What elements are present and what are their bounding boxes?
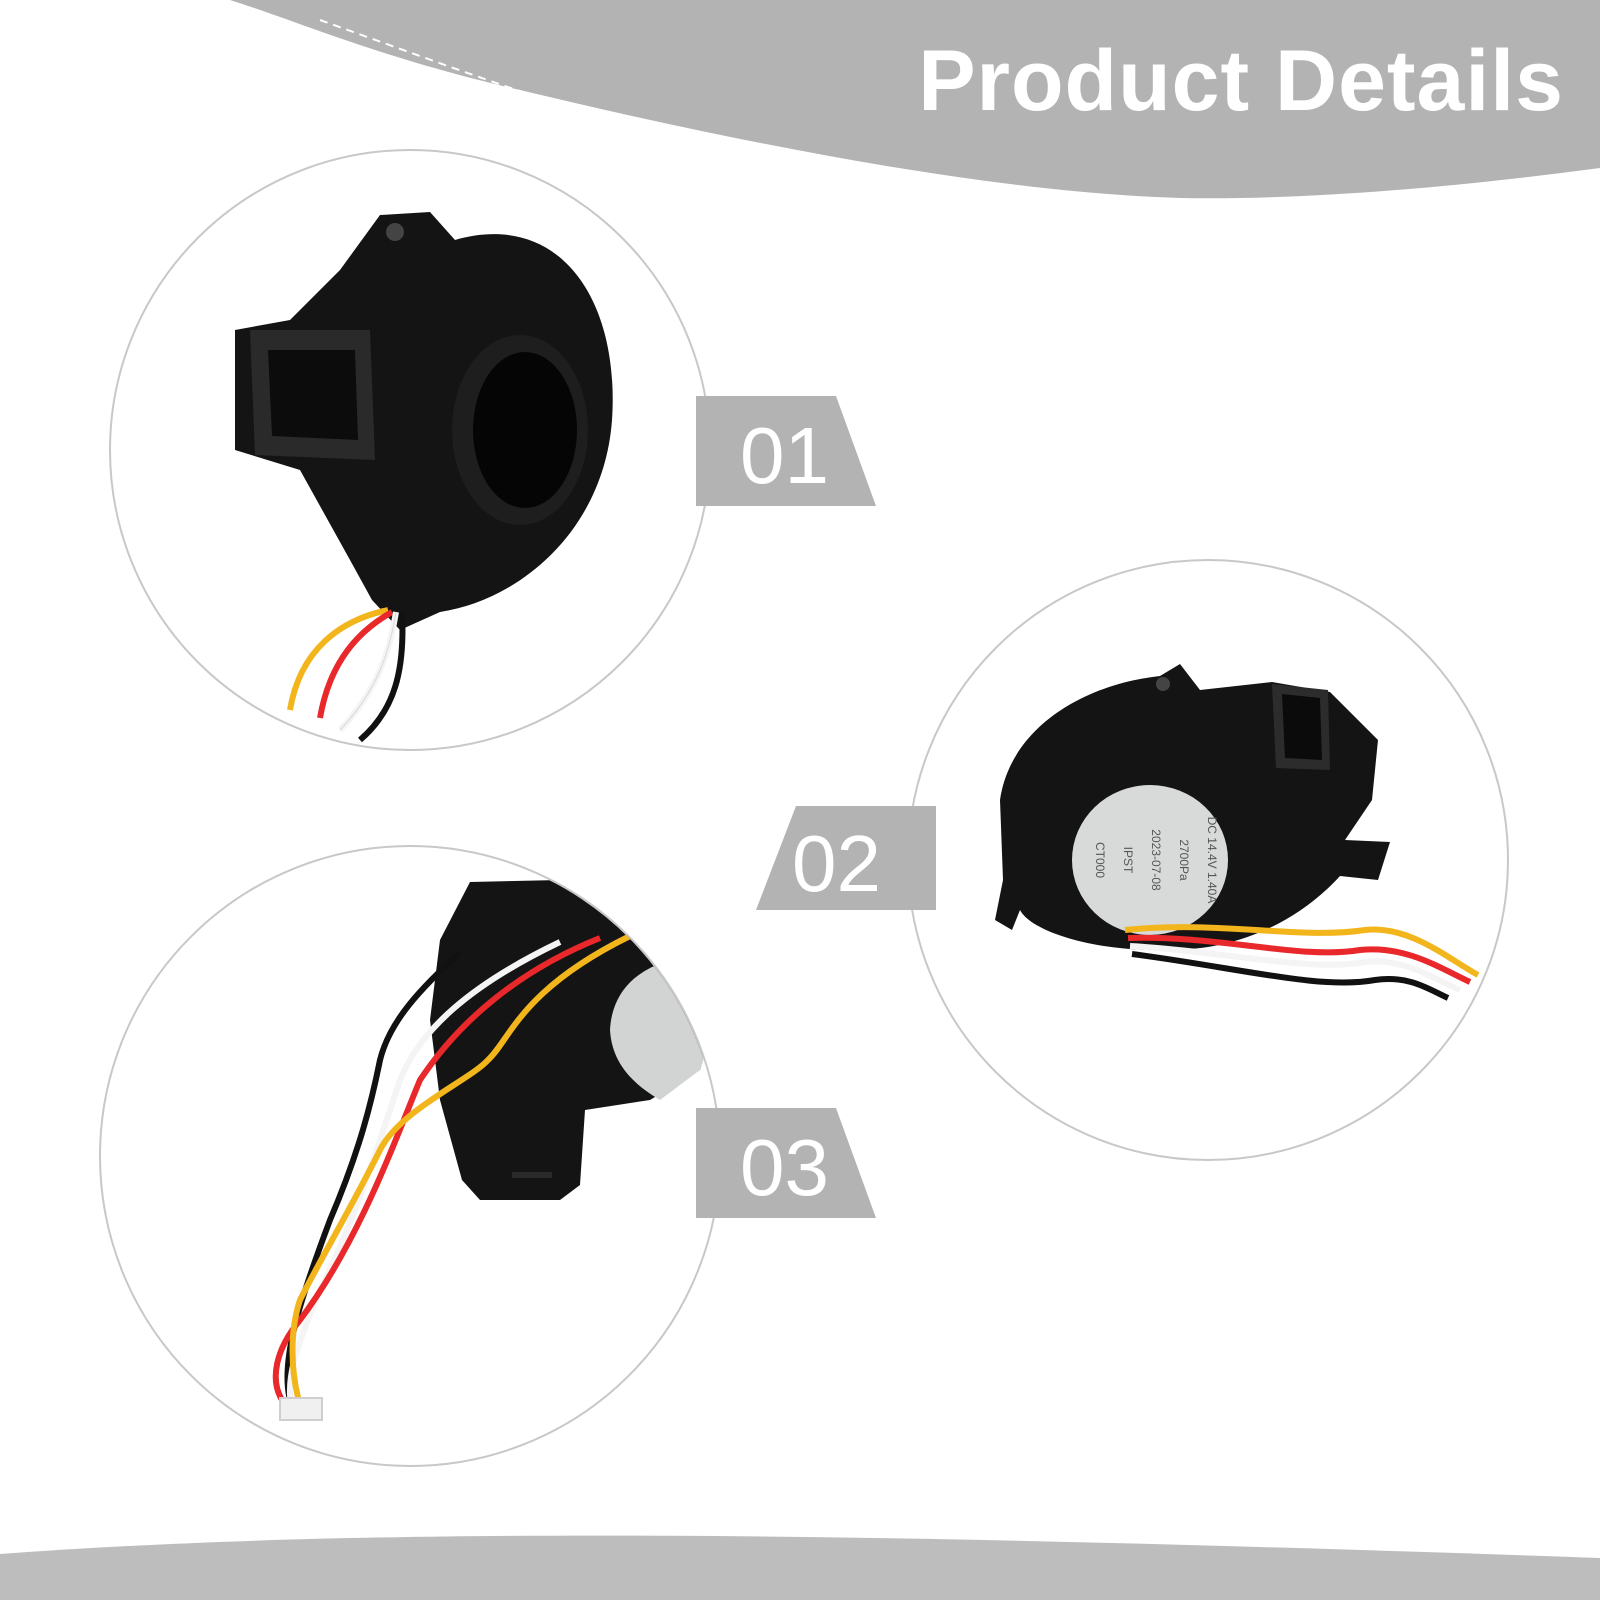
bottom-band (0, 1535, 1600, 1600)
sticker-line-3: 2023-07-08 (1149, 829, 1163, 891)
sticker-line-1: DC 14.4V 1.40A (1205, 817, 1219, 904)
page-title: Product Details (918, 33, 1564, 129)
fan-image-1 (235, 212, 613, 743)
motor-sticker-text: DC 14.4V 1.40A 2700Pa 2023-07-08 IPST CT… (1093, 817, 1219, 904)
label-number-1: 01 (740, 411, 829, 500)
sticker-line-5: CT000 (1093, 842, 1107, 878)
sticker-line-2: 2700Pa (1177, 839, 1191, 881)
top-band-dashed-line (319, 19, 1181, 203)
label-number-2: 02 (792, 819, 881, 908)
label-box-3 (696, 1108, 876, 1218)
fan-image-2 (995, 664, 1480, 1001)
label-box-1 (696, 396, 876, 506)
label-number-3: 03 (740, 1123, 829, 1212)
label-box-2 (756, 806, 936, 910)
sticker-line-4: IPST (1121, 847, 1135, 874)
